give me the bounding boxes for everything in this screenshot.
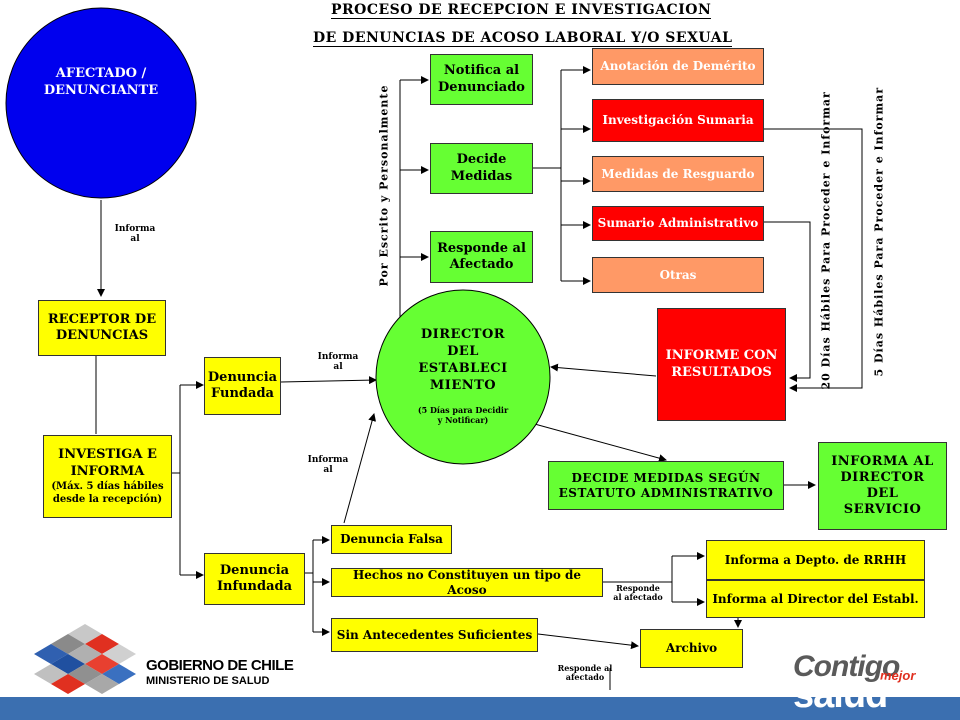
footer-bar <box>0 697 960 720</box>
director-circle <box>375 289 551 465</box>
receptor-box: RECEPTOR DE DENUNCIAS <box>38 300 166 356</box>
anotacion-box: Anotación de Demérito <box>592 48 764 85</box>
denuncia-fundada-box: Denuncia Fundada <box>204 357 281 415</box>
informe-box: INFORME CON RESULTADOS <box>657 308 786 421</box>
director-label: DIRECTOR DEL ESTABLECI MIENTO <box>418 327 508 393</box>
cinco-dias-label: 5 Días Hábiles Para Proceder e Informar <box>872 86 886 377</box>
salud-logo-text: salud <box>793 674 888 716</box>
notifica-box: Notifica al Denunciado <box>430 54 533 105</box>
informa-al-label-3: Informa al <box>307 455 349 476</box>
investiga-box: INVESTIGA E INFORMA (Máx. 5 días hábiles… <box>43 435 172 518</box>
responde-afectado-label-2: Responde al afectado <box>557 663 613 683</box>
contigo-logo-text: Contigo <box>793 650 900 683</box>
sumario-admin-box: Sumario Administrativo <box>592 206 764 241</box>
denuncia-infundada-box: Denuncia Infundada <box>204 553 305 605</box>
gobierno-logo-icon <box>34 624 136 694</box>
informa-rrhh-box: Informa a Depto. de RRHH <box>706 540 925 580</box>
investiga-note: (Máx. 5 días hábiles desde la recepción) <box>51 480 164 505</box>
diagram-title-line2: DE DENUNCIAS DE ACOSO LABORAL Y/O SEXUAL <box>313 30 733 47</box>
informa-director-establ-box: Informa al Director del Establ. <box>706 580 925 618</box>
diagram-title-line1: PROCESO DE RECEPCION E INVESTIGACION <box>331 2 712 19</box>
informa-al-label-2: Informa al <box>317 352 359 373</box>
hechos-box: Hechos no Constituyen un tipo de Acoso <box>331 568 603 597</box>
mejor-logo-text: mejor <box>880 668 916 683</box>
decide-estatuto-box: DECIDE MEDIDAS SEGÚN ESTATUTO ADMINISTRA… <box>548 461 784 510</box>
decide-medidas-box: Decide Medidas <box>430 143 533 194</box>
afectado-circle <box>5 7 197 199</box>
medidas-resguardo-box: Medidas de Resguardo <box>592 156 764 192</box>
responde-afectado-label-1: Responde al afectado <box>613 583 663 603</box>
veinte-dias-label: 20 Días Hábiles Para Proceder e Informar <box>819 91 833 390</box>
investigacion-sumaria-box: Investigación Sumaria <box>592 99 764 142</box>
denuncia-falsa-box: Denuncia Falsa <box>331 525 452 554</box>
informa-al-label-1: Informa al <box>114 224 156 245</box>
responde-box: Responde al Afectado <box>430 231 533 283</box>
sin-antecedentes-box: Sin Antecedentes Suficientes <box>331 618 538 652</box>
ministerio-logo-text: MINISTERIO DE SALUD <box>146 675 270 687</box>
afectado-label: AFECTADO / DENUNCIANTE <box>43 66 159 98</box>
otras-box: Otras <box>592 257 764 293</box>
informa-director-servicio-box: INFORMA AL DIRECTOR DEL SERVICIO <box>818 442 947 530</box>
director-note: (5 Días para Decidir y Notificar) <box>417 405 509 426</box>
investiga-title: INVESTIGA E INFORMA <box>58 447 157 479</box>
gobierno-logo-text: GOBIERNO DE CHILE <box>146 657 294 674</box>
por-escrito-label: Por Escrito y Personalmente <box>377 84 391 287</box>
archivo-box: Archivo <box>640 629 743 668</box>
